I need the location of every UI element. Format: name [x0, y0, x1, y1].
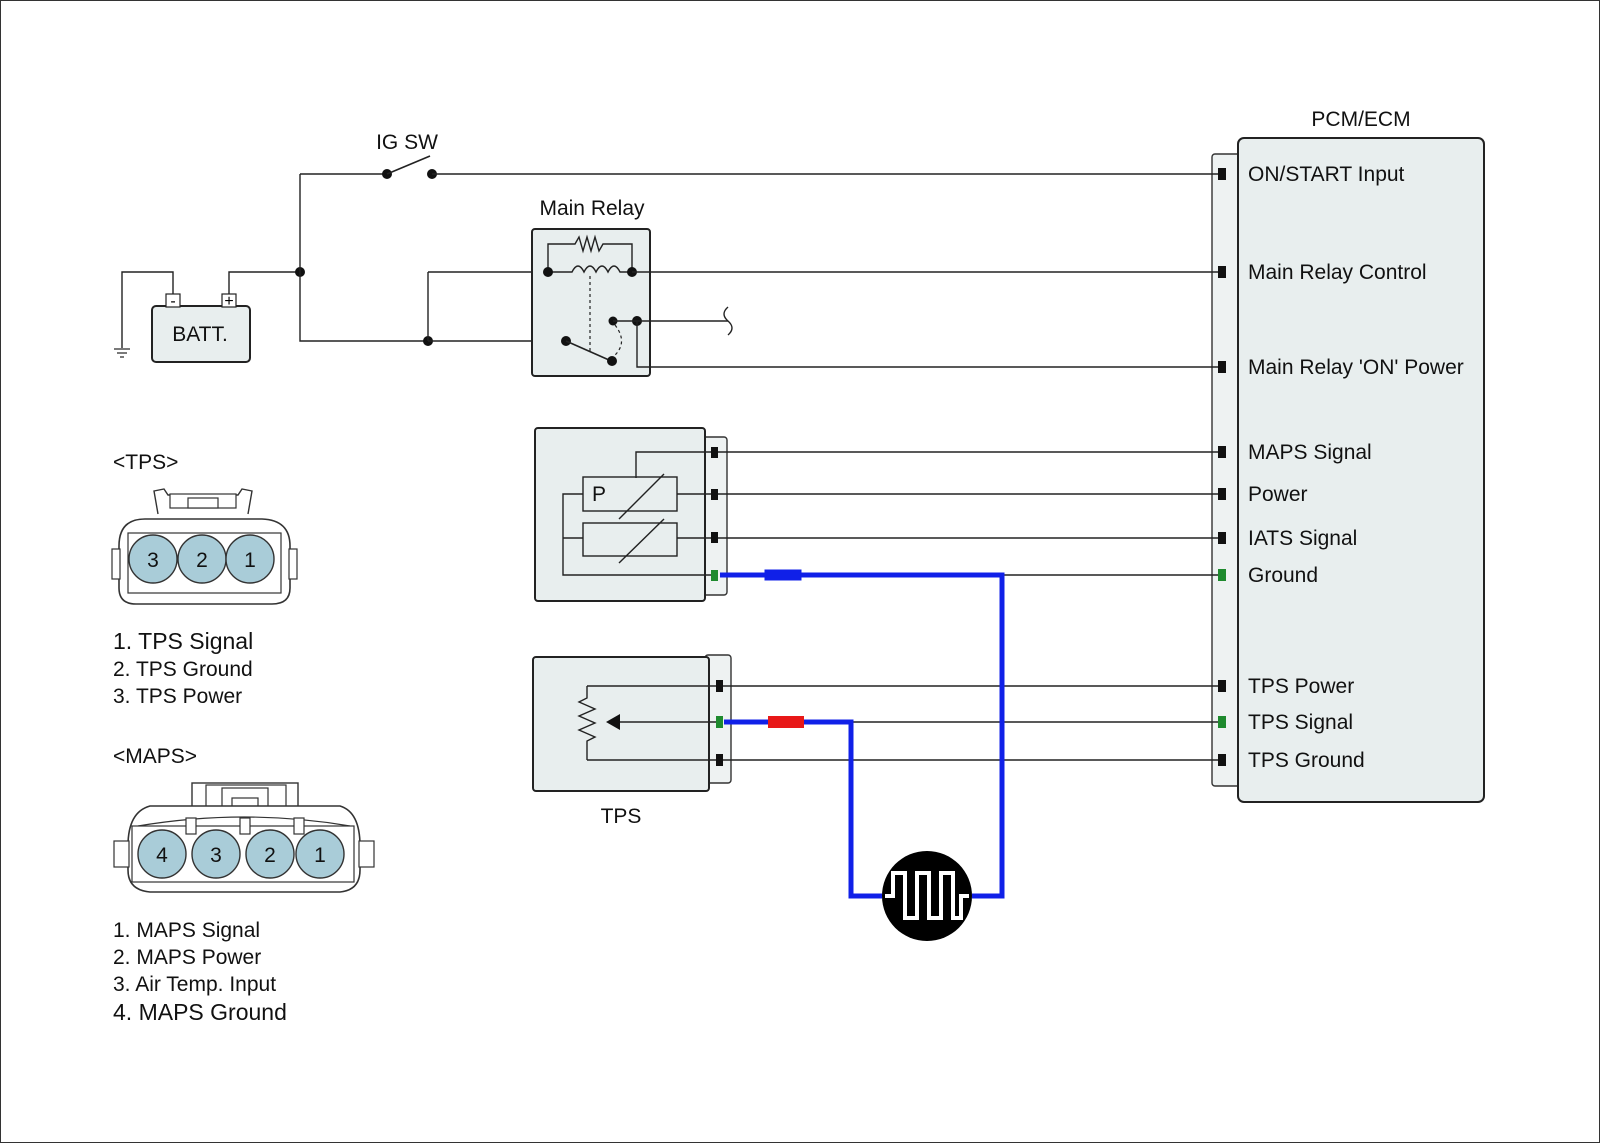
ecm-pin-label: ON/START Input [1248, 163, 1405, 186]
maps-legend-item: 3. Air Temp. Input [113, 973, 276, 996]
tps-connector-title: <TPS> [113, 451, 178, 474]
probe-circuit [720, 569, 1005, 941]
maps-legend-item: 2. MAPS Power [113, 946, 261, 969]
maps-connector-pins: 4 3 2 1 [137, 817, 345, 879]
tps-sensor-module: TPS [532, 654, 1218, 828]
maps-legend: 1. MAPS Signal 2. MAPS Power 3. Air Temp. … [113, 919, 287, 1025]
square-wave-scope-icon [882, 851, 972, 941]
tps-connector: <TPS> 3 2 1 1. TPS Signal 2. TPS Ground 3. T… [111, 451, 298, 708]
maps-pin-circle [295, 829, 345, 879]
maps-legend-item: 4. MAPS Ground [113, 999, 287, 1025]
main-relay-label: Main Relay [539, 197, 645, 220]
ecm-pin [1218, 361, 1226, 373]
ecm-pin [1218, 168, 1226, 180]
maps-connector: <MAPS> 4 3 2 1 1. MAPS Signal 2. MAPS Power 3… [113, 745, 375, 1025]
battery-minus-sign: - [170, 293, 175, 310]
maps-pin-number: 1 [314, 844, 326, 867]
ecm-pin-label: Power [1248, 483, 1308, 506]
ecm-box [1237, 137, 1485, 803]
tps-pin-number: 2 [196, 549, 208, 572]
ecm-pin-label: Ground [1248, 564, 1318, 587]
ecm-pin-label: TPS Power [1248, 675, 1354, 698]
tps-pin-number: 1 [244, 549, 256, 572]
ig-switch: IG SW [300, 131, 438, 179]
battery [151, 305, 251, 363]
ground-probe-clip [764, 569, 802, 581]
battery-label: BATT. [172, 323, 228, 346]
tps-pin-number: 3 [147, 549, 159, 572]
ig-sw-label: IG SW [376, 131, 438, 154]
battery-plus-sign: + [224, 293, 233, 310]
ecm-pin-label: IATS Signal [1248, 527, 1357, 550]
maps-legend-item: 1. MAPS Signal [113, 919, 260, 942]
ecm-pin [1218, 266, 1226, 278]
ecm-pin [1218, 446, 1226, 458]
ecm-pin-label: Main Relay Control [1248, 261, 1427, 284]
tps-legend-item: 1. TPS Signal [113, 628, 253, 654]
resistor-icon [577, 686, 597, 760]
maps-p-label: P [592, 483, 606, 506]
maps-connector-title: <MAPS> [113, 745, 197, 768]
ecm-pin-label: Main Relay 'ON' Power [1248, 356, 1464, 379]
maps-pin-number: 3 [210, 844, 222, 867]
tps-pin-circle [128, 534, 178, 584]
maps-pin-circle [137, 829, 187, 879]
signal-probe-clip [768, 716, 804, 728]
maps-pin-circle [245, 829, 295, 879]
tps-legend: 1. TPS Signal 2. TPS Ground 3. TPS Power [113, 628, 253, 708]
maps-pin-number: 4 [156, 844, 168, 867]
ecm-pin-label: TPS Signal [1248, 711, 1353, 734]
main-relay: Main Relay [531, 197, 1218, 377]
tps-legend-item: 2. TPS Ground [113, 658, 253, 681]
maps-sensor-module: P [534, 427, 1218, 602]
ground-symbol-icon [114, 348, 130, 358]
maps-pin-circle [191, 829, 241, 879]
ecm-pin [1218, 680, 1226, 692]
ecm-pin [1218, 754, 1226, 766]
tps-module-label: TPS [601, 805, 642, 828]
pcm-title: PCM/ECM [1311, 108, 1410, 131]
maps-temp-element [582, 522, 678, 557]
tps-pin-circle [225, 534, 275, 584]
ecm-pin [1218, 532, 1226, 544]
maps-pin-number: 2 [264, 844, 276, 867]
ecm-pin [1218, 569, 1226, 581]
ecm-pin-label: MAPS Signal [1248, 441, 1372, 464]
ecm-pin [1218, 488, 1226, 500]
ecm-pin [1218, 716, 1226, 728]
tps-connector-pins: 3 2 1 [128, 534, 275, 584]
power-circuit: BATT. - + IG SW Main [114, 131, 1218, 377]
ecm-pin-label: TPS Ground [1248, 749, 1365, 772]
tps-legend-item: 3. TPS Power [113, 685, 242, 708]
